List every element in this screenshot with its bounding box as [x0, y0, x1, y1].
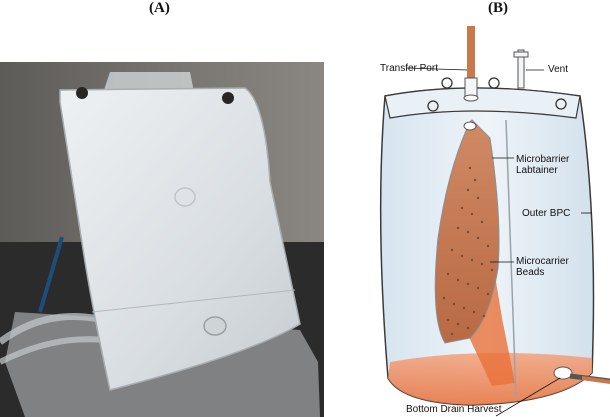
microbarrier-label-line2: Labtainer	[516, 165, 558, 176]
panel-b-label: (B)	[488, 0, 508, 16]
transfer-port-label: Transfer Port	[380, 63, 438, 74]
microcarrier-beads	[442, 166, 494, 336]
panel-a-label: (A)	[149, 0, 170, 16]
vent-label: Vent	[548, 64, 569, 75]
microcarrier-label-line1: Microcarrier	[516, 256, 569, 267]
microcarrier-label-line2: Beads	[516, 267, 545, 278]
microbarrier-label-line1: Microbarrier	[516, 154, 570, 165]
outer-bpc-label: Outer BPC	[522, 208, 571, 219]
bottom-drain-harvest-label: Bottom Drain Harvest	[406, 404, 502, 415]
bioreactor-bag-diagram	[379, 26, 610, 417]
bioreactor-bag-photo	[0, 62, 324, 417]
